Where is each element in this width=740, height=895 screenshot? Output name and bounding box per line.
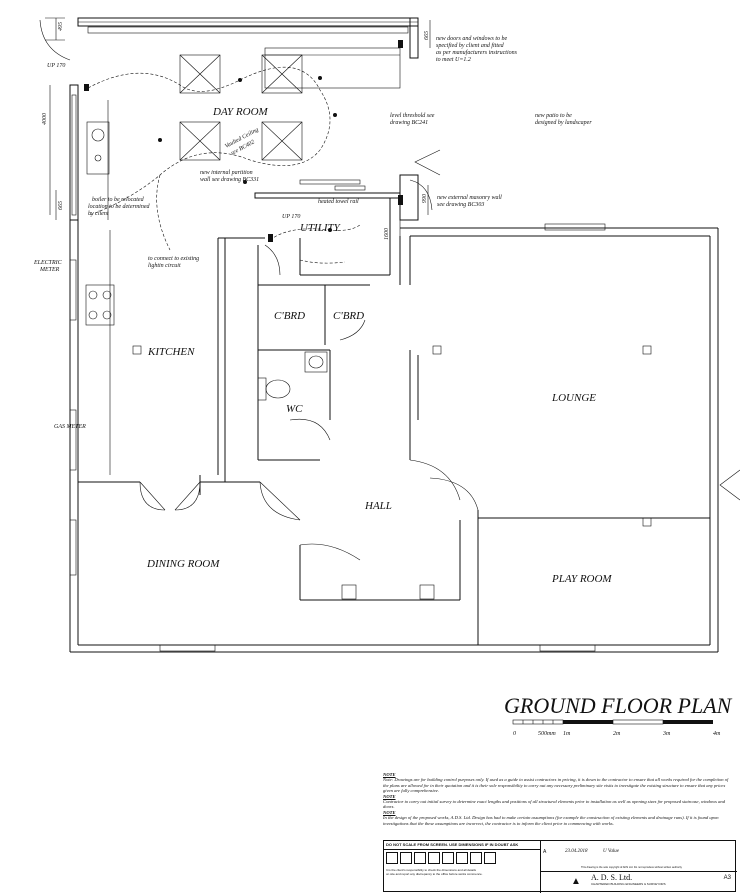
company-logo-icon: ▲	[571, 876, 581, 887]
company-name: A. D. S. Ltd.	[591, 873, 633, 882]
revision-letter: A	[543, 849, 547, 855]
room-label-hall: HALL	[364, 500, 392, 512]
title-block-text: on site and report any discrepancy to th…	[386, 872, 483, 876]
dim-1600: 1600	[384, 228, 390, 240]
scale-warning-banner: DO NOT SCALE FROM SCREEN. USE DIMENSIONS…	[384, 841, 541, 850]
note-patio: new patio to be	[535, 113, 572, 119]
room-label-play-room: PLAY ROOM	[551, 573, 612, 585]
dim-495: 495	[57, 22, 64, 31]
dimension-lines	[45, 17, 431, 272]
note-text: Contractor to carry out initial survey t…	[383, 799, 726, 810]
note-text: In the design of the proposed works, A.D…	[383, 815, 719, 826]
partition-wall	[254, 192, 401, 199]
room-label-cbrd-2: C'BRD	[333, 310, 364, 322]
room-label-wc: WC	[286, 403, 303, 415]
room-label-lounge: LOUNGE	[551, 392, 596, 404]
svg-text:by client: by client	[88, 211, 109, 217]
rooflight-icon	[261, 54, 303, 94]
wall-left-day-room	[69, 84, 79, 221]
dim-665-top: 665	[424, 31, 430, 40]
svg-text:location to be determined: location to be determined	[88, 204, 150, 210]
rooflight-icon	[179, 54, 221, 94]
note-masonry-wall: new external masonry wall	[437, 195, 502, 201]
lighting-circuit	[87, 66, 361, 264]
company-box: This drawing is the sole copyright of AD…	[540, 866, 737, 893]
title-block: DO NOT SCALE FROM SCREEN. USE DIMENSIONS…	[383, 840, 737, 893]
scale-label: 0	[513, 731, 516, 737]
svg-text:see drawing BC303: see drawing BC303	[437, 202, 484, 208]
svg-text:designed by landscaper: designed by landscaper	[535, 120, 592, 126]
revision-desc: U Value	[603, 849, 619, 854]
note-level-threshold: level threshold see	[390, 113, 435, 119]
revision-date: 23.04.2018	[565, 849, 588, 854]
svg-text:METER: METER	[39, 267, 60, 273]
walls	[69, 17, 719, 653]
note-boiler: boiler to be relocated	[92, 197, 145, 203]
sink-icon	[86, 121, 110, 175]
dim-665-left: 665	[58, 201, 64, 210]
doors	[39, 19, 740, 561]
note-internal-partition: new internal partition	[200, 170, 253, 176]
room-label-dining-room: DINING ROOM	[146, 558, 220, 570]
room-label-day-room: DAY ROOM	[212, 106, 269, 118]
note-text: Note: Drawings are for building control …	[383, 777, 729, 794]
sheet-size: A3	[723, 875, 731, 881]
dim-4000: 4000	[41, 113, 48, 125]
toilet-icon	[257, 377, 267, 401]
wall-right-day-room	[409, 17, 419, 59]
title-block-text: It is the client's responsibility to che…	[386, 868, 476, 872]
fixtures	[84, 40, 652, 527]
company-subtitle: CHARTERED BUILDING ENGINEERS & SURVEYORS	[591, 882, 666, 886]
note-doors-windows: new doors and windows to be	[436, 36, 508, 42]
annotations: new doors and windows to be specified by…	[33, 36, 592, 430]
general-notes: NOTE Note: Drawings are for building con…	[383, 772, 735, 826]
rooflight-icon	[261, 121, 303, 161]
svg-text:to meet U=1.2: to meet U=1.2	[436, 57, 471, 63]
svg-text:specified by client and fitted: specified by client and fitted	[436, 42, 505, 49]
dim-990: 990	[422, 194, 428, 203]
scale-label: 2m	[613, 731, 621, 737]
rooflight-icon	[179, 121, 221, 161]
towel-rail-icon	[334, 185, 366, 191]
svg-text:as per manufacturers instructi: as per manufacturers instructions	[436, 49, 518, 56]
scale-label: 500mm	[538, 731, 556, 737]
svg-text:lightin circuit: lightin circuit	[148, 263, 181, 269]
scale-bar: 0 500mm 1m 2m 3m 4m	[512, 719, 721, 737]
label-up-170-b: UP 170	[282, 214, 300, 220]
scale-label: 4m	[713, 730, 721, 737]
room-label-cbrd-1: C'BRD	[274, 310, 305, 322]
copyright-note: This drawing is the sole copyright of AD…	[581, 866, 682, 869]
note-heading: NOTE	[383, 772, 396, 777]
label-up-170-a: UP 170	[47, 63, 65, 69]
scale-label: 3m	[662, 731, 671, 737]
hob-icon	[85, 284, 115, 326]
note-heading: NOTE	[383, 809, 396, 815]
room-label-utility: UTILITY	[300, 222, 342, 234]
title-block-boxes: It is the client's responsibility to che…	[384, 850, 539, 892]
svg-text:drawing BC241: drawing BC241	[390, 119, 428, 126]
sofa-icon	[264, 47, 401, 89]
note-towel-rail: heated towel rail	[318, 199, 359, 205]
note-lighting-circuit: to connect to existing	[148, 256, 199, 262]
boiler-icon	[84, 84, 89, 91]
note-heading: NOTE	[383, 793, 396, 799]
window-top	[87, 26, 409, 34]
svg-text:wall see drawing BC331: wall see drawing BC331	[200, 177, 259, 183]
label-gas-meter: GAS METER	[54, 424, 86, 430]
basin-icon	[304, 351, 328, 373]
room-label-kitchen: KITCHEN	[147, 346, 195, 358]
dimensions: 495 665 4000 665 1600 990	[41, 22, 430, 240]
scale-label: 1m	[563, 731, 571, 737]
revision-box: A 23.04.2018 U Value	[540, 841, 737, 871]
drawing-title: GROUND FLOOR PLAN	[504, 693, 733, 718]
label-electric-meter: ELECTRIC	[33, 260, 63, 266]
